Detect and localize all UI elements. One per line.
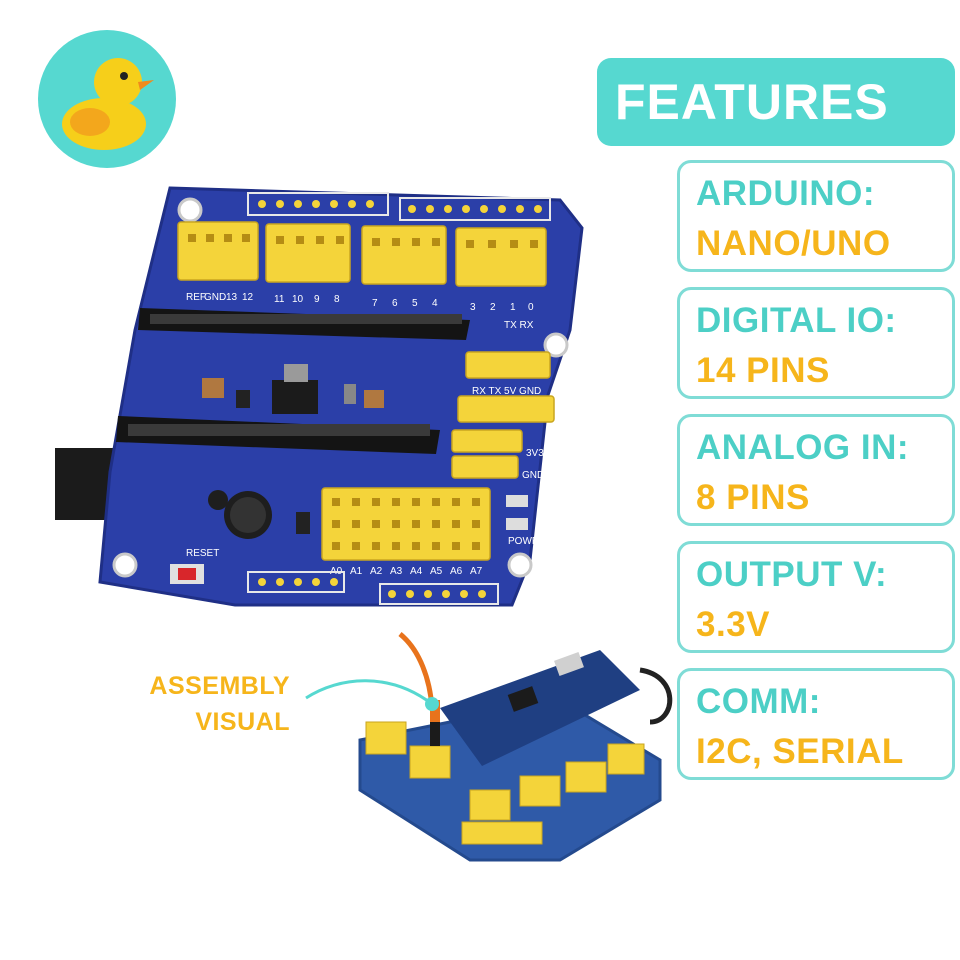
assembly-visual-image [358, 632, 673, 862]
feature-value: 8 PINS [696, 478, 810, 517]
pin-label: 3 [470, 302, 476, 313]
analog-headers [321, 487, 491, 561]
assembly-label: ASSEMBLY VISUAL [120, 668, 290, 740]
feature-label: DIGITAL IO: [696, 301, 897, 340]
features-header: FEATURES [597, 58, 955, 146]
feature-output-v: OUTPUT V: 3.3V [677, 541, 955, 653]
pin-label: GND [204, 292, 226, 303]
pin-label: 1 [510, 302, 516, 313]
pin-label: 5 [412, 298, 418, 309]
feature-label: ARDUINO: [696, 174, 875, 213]
pin-label: 11 [274, 294, 285, 305]
pin-label: 2 [490, 302, 496, 313]
label-power: POWER [508, 536, 546, 547]
label-reset: RESET [186, 548, 219, 559]
tx-rx-label: TX RX [504, 320, 534, 331]
analog-label: A6 [450, 566, 463, 577]
feature-label: OUTPUT V: [696, 555, 888, 594]
pin-label: 0 [528, 302, 534, 313]
analog-label: A7 [470, 566, 483, 577]
label-gnd: GND [522, 470, 544, 481]
serial-header-label: RX TX 5V GND [472, 386, 541, 397]
pin-label: 7 [372, 298, 378, 309]
assembly-pointer-dot [425, 697, 439, 711]
pin-label: REF [186, 292, 206, 303]
feature-value: NANO/UNO [696, 224, 891, 263]
pin-label: 13 [226, 292, 238, 303]
analog-label: A5 [430, 566, 443, 577]
feature-analog-in: ANALOG IN: 8 PINS [677, 414, 955, 526]
digital-headers [177, 221, 547, 287]
label-3v3: 3V3 [526, 448, 544, 459]
rubber-duck-icon [62, 58, 154, 150]
feature-label: COMM: [696, 682, 821, 721]
assembly-label-line2: VISUAL [195, 708, 290, 736]
features-title: FEATURES [615, 74, 889, 130]
feature-value: 3.3V [696, 605, 770, 644]
feature-arduino: ARDUINO: NANO/UNO [677, 160, 955, 272]
analog-label: A3 [390, 566, 403, 577]
feature-label: ANALOG IN: [696, 428, 910, 467]
analog-label: A1 [350, 566, 363, 577]
analog-label: A4 [410, 566, 423, 577]
feature-value: 14 PINS [696, 351, 830, 390]
feature-value: I2C, SERIAL [696, 732, 904, 771]
pin-label: 12 [242, 292, 254, 303]
feature-comm: COMM: I2C, SERIAL [677, 668, 955, 780]
power-headers [451, 351, 555, 479]
pin-label: 8 [334, 294, 340, 305]
pin-label: 6 [392, 298, 398, 309]
assembly-pointer-line [305, 679, 433, 706]
assembly-label-line1: ASSEMBLY [149, 672, 290, 700]
feature-digital-io: DIGITAL IO: 14 PINS [677, 287, 955, 399]
pin-label: 9 [314, 294, 320, 305]
pin-label: 10 [292, 294, 304, 305]
pin-label: 4 [432, 298, 438, 309]
analog-label: A2 [370, 566, 383, 577]
brand-logo [38, 30, 176, 168]
